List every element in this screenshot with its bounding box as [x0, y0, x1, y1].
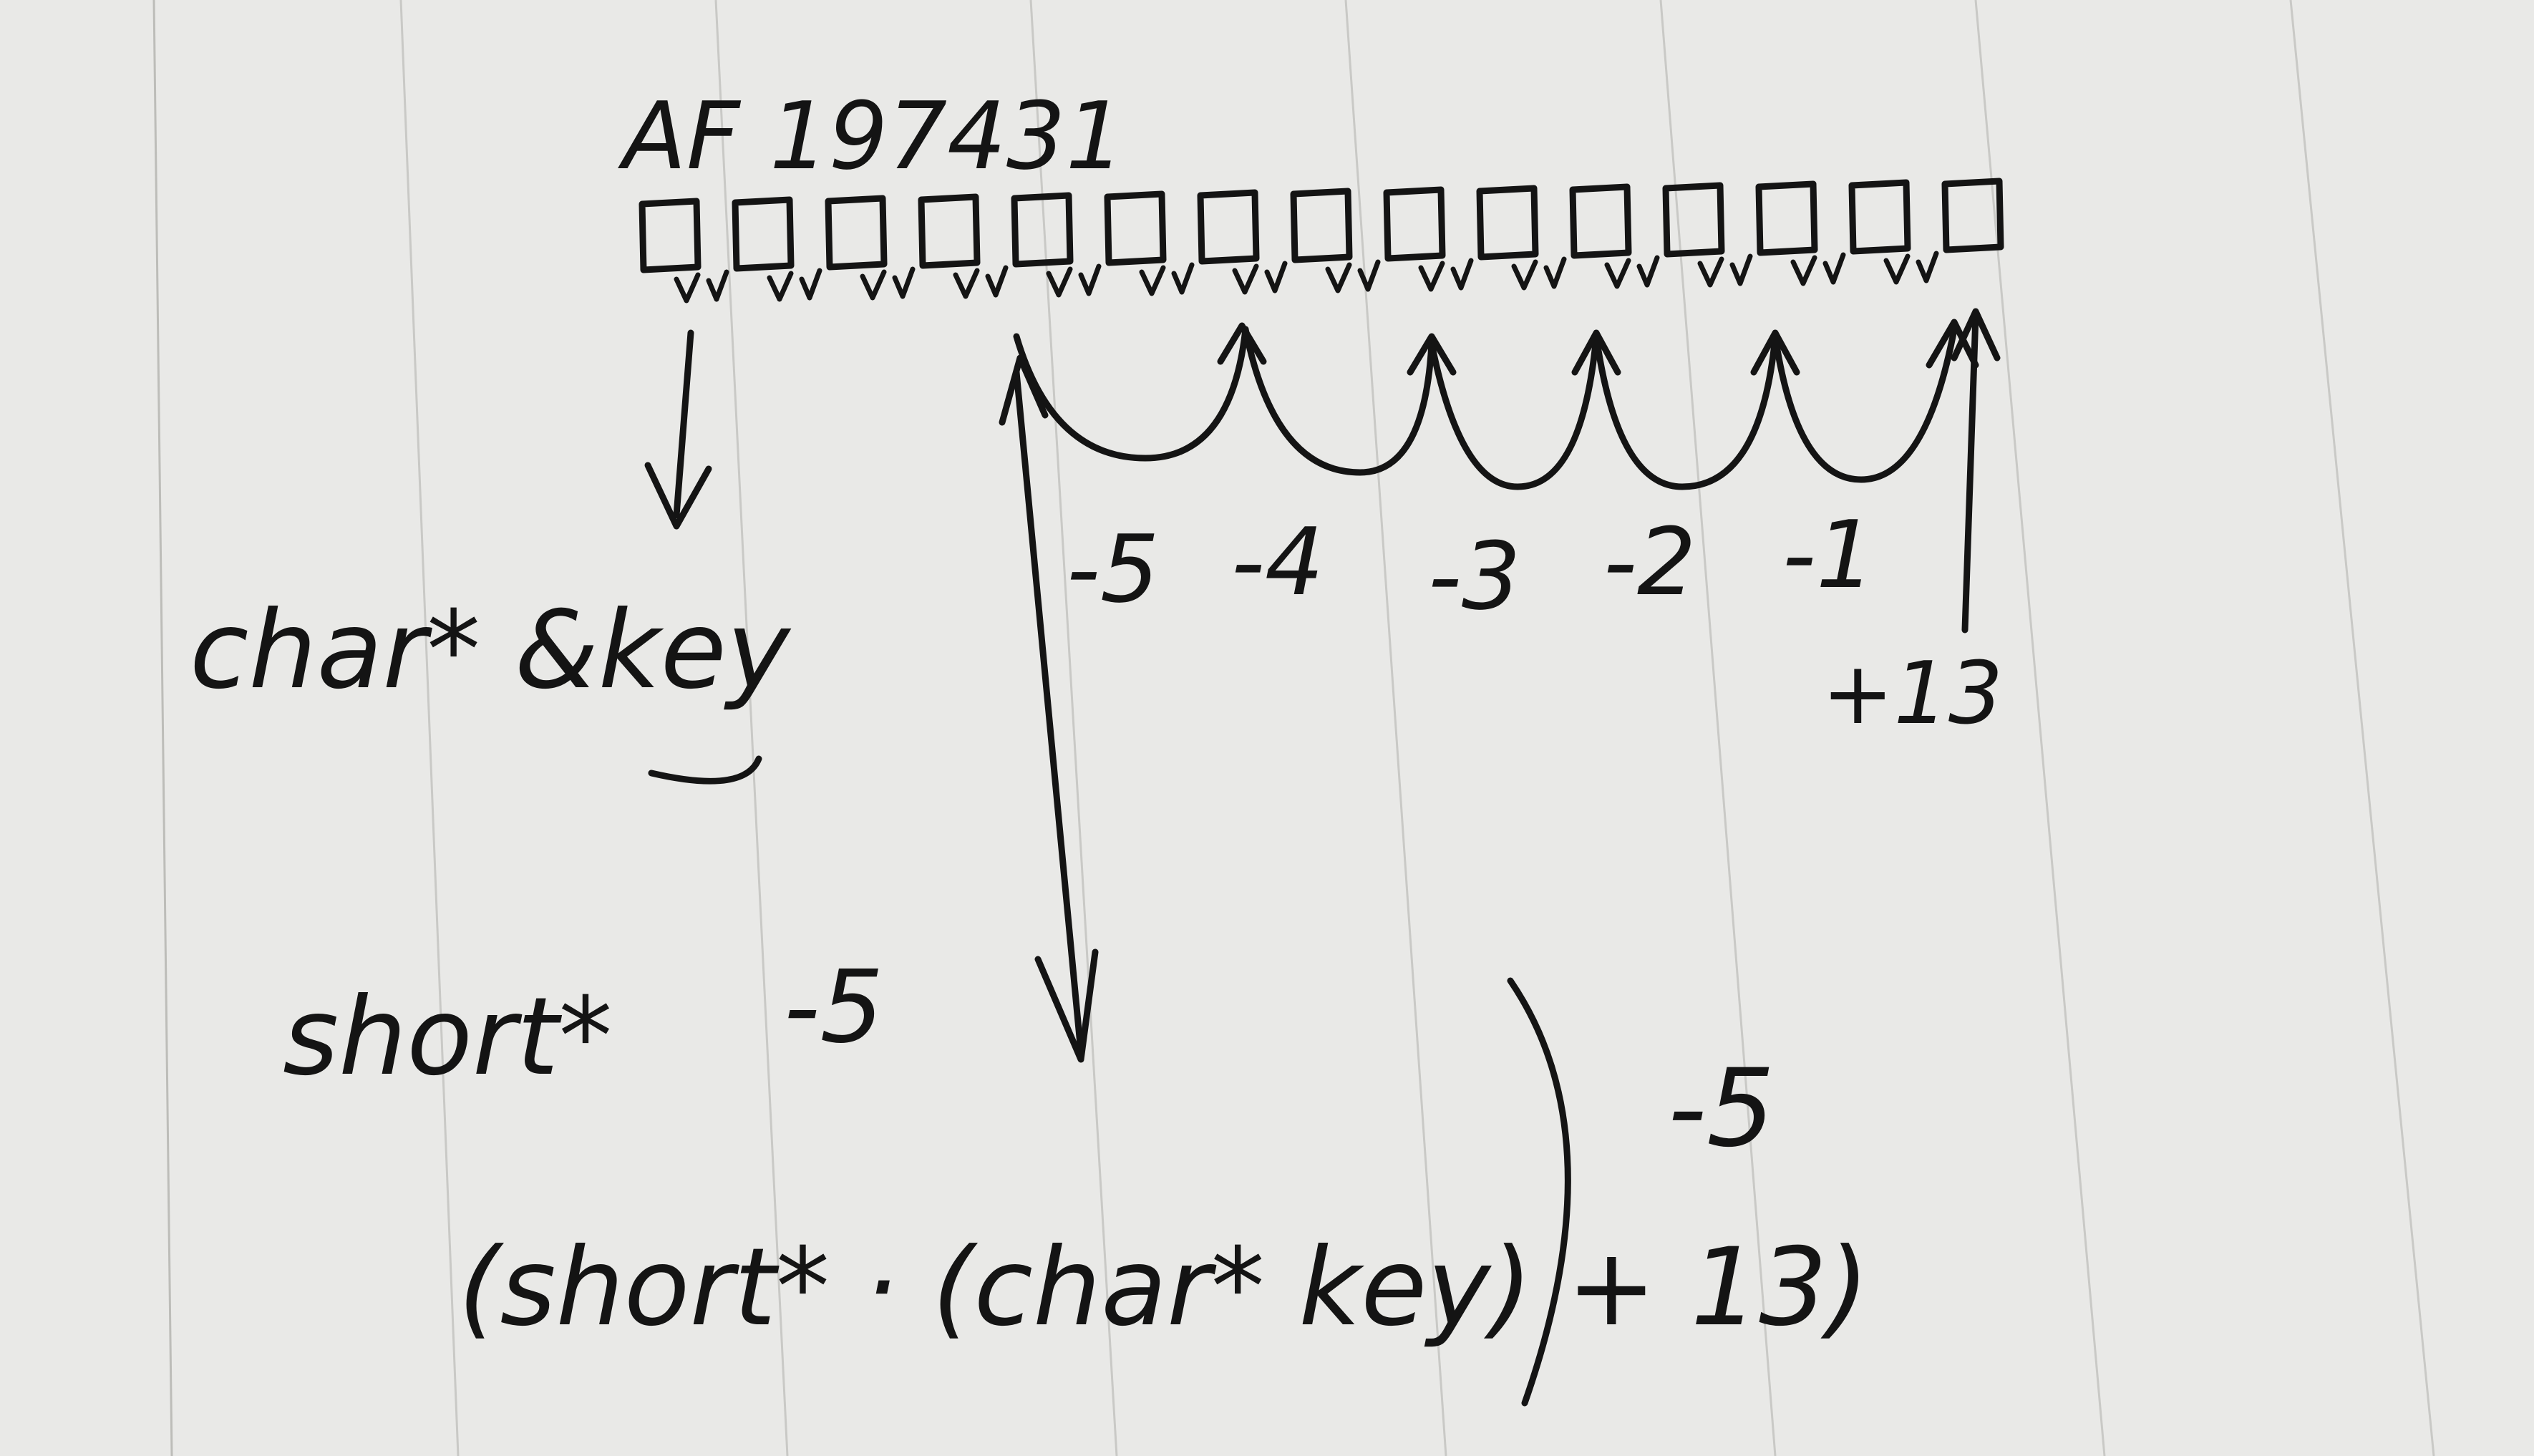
byte-cell [639, 198, 729, 304]
memory-address-title: AF 197431 [618, 82, 1125, 190]
pointer-arrow [999, 354, 1099, 1063]
byte-cell [918, 193, 1009, 299]
step-arc [1428, 333, 1600, 490]
plus-13-label: +13 [1822, 644, 2003, 744]
step-label: -2 [1603, 508, 1696, 616]
step-arc [1593, 333, 1779, 490]
expression-tail: -5 [1668, 1047, 1775, 1171]
short-offset-label: -5 [784, 949, 884, 1066]
rule-line [714, 0, 789, 1456]
step-label: -4 [1231, 508, 1324, 616]
step-label: -3 [1428, 522, 1521, 631]
rule-line [2289, 0, 2435, 1456]
byte-cell [1569, 183, 1660, 289]
short-ptr-label: short* [283, 975, 612, 1100]
byte-cell [1941, 178, 2004, 253]
step-arc [1772, 326, 1958, 483]
rule-line [1659, 0, 1777, 1456]
byte-cell [1197, 189, 1288, 295]
key-arrow [644, 329, 712, 530]
step-labels: -5 -4 -3 -2 -1 [1067, 500, 1875, 631]
step-label: -1 [1782, 500, 1875, 609]
byte-cell [1662, 182, 1753, 288]
step-arc [1242, 326, 1435, 476]
byte-cell [825, 195, 916, 301]
byte-cell [1848, 179, 1939, 285]
byte-cell [1476, 185, 1567, 291]
rule-line [1974, 0, 2106, 1456]
rule-line [1344, 0, 1447, 1456]
step-arcs [1013, 319, 1979, 490]
rule-line [1029, 0, 1118, 1456]
byte-cell [1383, 186, 1474, 292]
expression-main: (short* · (char* key) + 13) [458, 1226, 1869, 1350]
byte-cell-row [639, 178, 2004, 304]
rule-line [399, 0, 460, 1456]
step-label: -5 [1067, 515, 1160, 623]
byte-cell [1104, 190, 1195, 296]
page-rules [152, 0, 2435, 1456]
margin-line [152, 0, 173, 1456]
byte-cell [732, 196, 822, 302]
byte-cell [1755, 180, 1846, 286]
key-underline [648, 755, 762, 785]
step-arc [1013, 326, 1249, 462]
char-key-label: char* &key [190, 588, 792, 713]
closing-paren [1507, 977, 1571, 1407]
byte-cell [1011, 192, 1102, 298]
byte-cell [1290, 188, 1381, 293]
plus-13-arrow [1951, 308, 2001, 634]
